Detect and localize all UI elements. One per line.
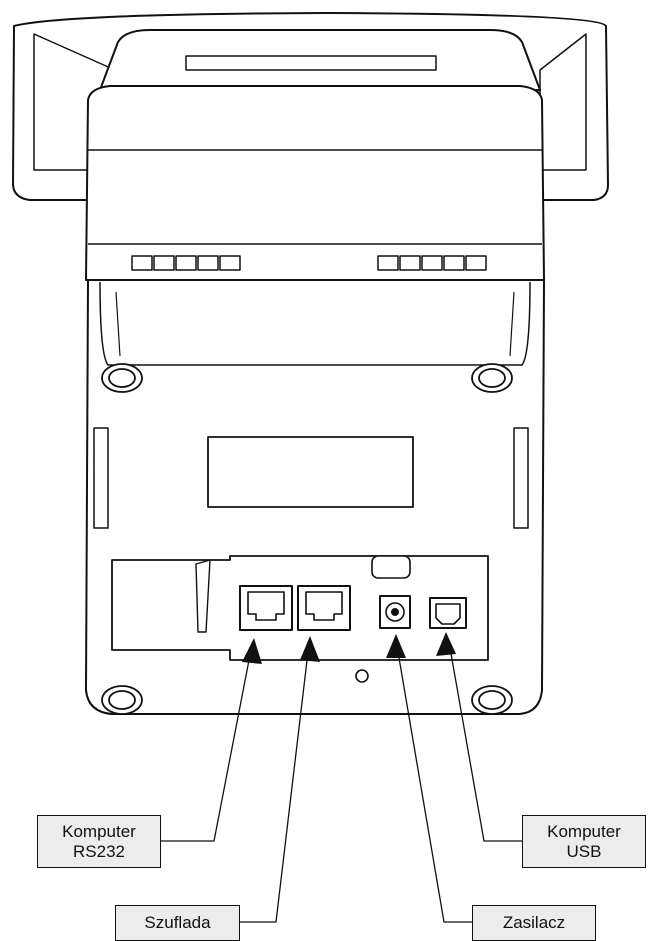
- callout-computer-usb: Komputer USB: [522, 815, 646, 868]
- callout-rs232-line1: Komputer: [62, 821, 136, 841]
- callout-drawer: Szuflada: [115, 905, 240, 941]
- arrow-heads: [242, 632, 456, 664]
- callout-power-supply: Zasilacz: [472, 905, 596, 941]
- side-clip-left: [93, 427, 109, 529]
- callout-computer-rs232: Komputer RS232: [37, 815, 161, 868]
- callout-power-label: Zasilacz: [502, 913, 566, 932]
- callout-usb-line2: USB: [566, 841, 602, 861]
- body-upper: [85, 85, 545, 281]
- leader-lines: [161, 647, 522, 923]
- base-plate: [99, 281, 531, 366]
- callout-usb-line1: Komputer: [547, 821, 621, 841]
- cable-hook: [371, 555, 411, 579]
- label-window: [207, 436, 414, 508]
- vent-slots-right: [377, 255, 487, 271]
- callout-rs232-line2: RS232: [73, 841, 125, 861]
- side-clip-right: [513, 427, 529, 529]
- paper-slot: [185, 55, 437, 71]
- rubber-feet: [101, 363, 513, 715]
- callout-drawer-label: Szuflada: [144, 913, 211, 932]
- vent-slots-left: [131, 255, 241, 271]
- screw-hole: [355, 669, 369, 683]
